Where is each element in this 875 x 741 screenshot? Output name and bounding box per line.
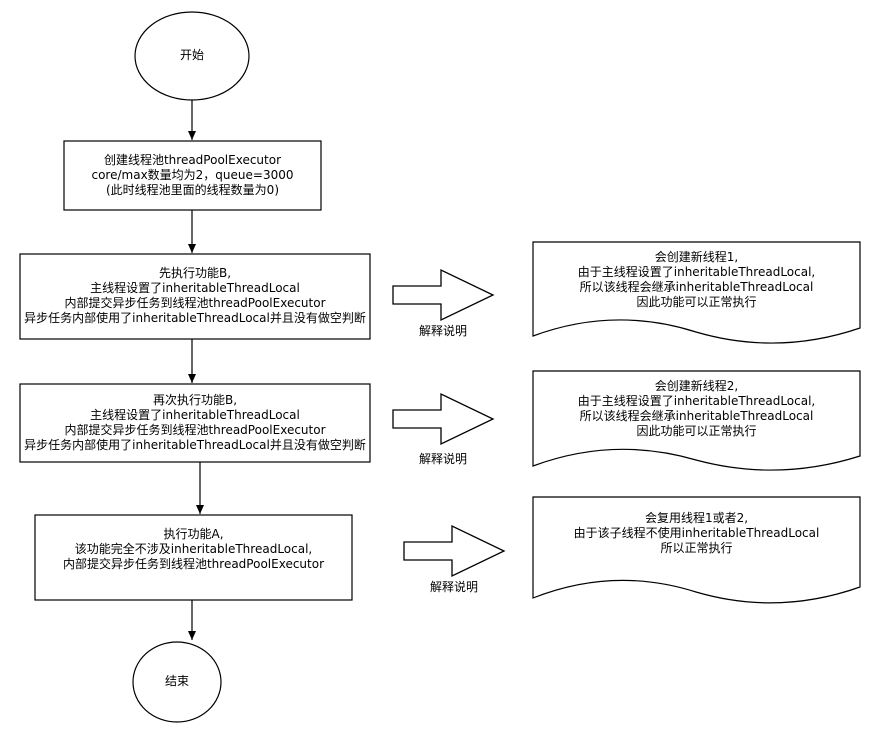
end-node: [132, 641, 222, 723]
start-label: 开始: [179, 48, 204, 62]
arrow-caption-3: 解释说明: [430, 580, 479, 594]
step-1-line: (此时线程池里面的线程数量为0): [106, 183, 279, 197]
step-4-line: 执行功能A,: [163, 527, 224, 541]
explanation-1-line: 会创建新线程1,: [654, 250, 739, 264]
step-box-4: [34, 514, 353, 601]
block-arrow-1: [392, 268, 495, 322]
explanation-text-3: 会复用线程1或者2, 由于该子线程不使用inheritableThreadLoc…: [533, 511, 860, 556]
step-1-line: core/max数量均为2，queue=3000: [91, 168, 294, 182]
explanation-text-1: 会创建新线程1, 由于主线程设置了inheritableThreadLocal,…: [533, 250, 860, 310]
explanation-3-line: 会复用线程1或者2,: [644, 511, 749, 525]
explanation-doc-2: [532, 370, 861, 471]
arrow-caption-2: 解释说明: [419, 452, 468, 466]
step-text-1: 创建线程池threadPoolExecutor core/max数量均为2，qu…: [64, 153, 321, 198]
step-2-line: 先执行功能B,: [158, 266, 232, 280]
step-box-3: [19, 383, 371, 463]
step-2-line: 主线程设置了inheritableThreadLocal: [90, 281, 300, 295]
step-box-1: [63, 140, 322, 211]
explanation-2-line: 因此功能可以正常执行: [636, 424, 757, 438]
explanation-3-line: 所以正常执行: [660, 541, 733, 555]
explanation-doc-1: [532, 241, 861, 344]
explanation-1-line: 所以该线程会继承inheritableThreadLocal: [579, 280, 814, 294]
step-3-line: 异步任务内部使用了inheritableThreadLocal并且没有做空判断: [24, 438, 366, 452]
block-arrow-2: [392, 392, 495, 446]
explanation-3-line: 由于该子线程不使用inheritableThreadLocal: [573, 526, 820, 540]
step-4-line: 该功能完全不涉及inheritableThreadLocal,: [74, 542, 313, 556]
explanation-2-line: 所以该线程会继承inheritableThreadLocal: [579, 409, 814, 423]
step-text-2: 先执行功能B, 主线程设置了inheritableThreadLocal 内部提…: [20, 266, 370, 326]
explanation-2-line: 会创建新线程2,: [654, 379, 739, 393]
step-box-2: [19, 253, 371, 340]
step-3-line: 内部提交异步任务到线程池threadPoolExecutor: [64, 423, 326, 437]
step-3-line: 再次执行功能B,: [152, 393, 238, 407]
explanation-text-2: 会创建新线程2, 由于主线程设置了inheritableThreadLocal,…: [533, 379, 860, 439]
explanation-1-line: 因此功能可以正常执行: [636, 295, 757, 309]
end-label: 结束: [164, 674, 189, 688]
explanation-1-line: 由于主线程设置了inheritableThreadLocal,: [577, 265, 816, 279]
step-text-3: 再次执行功能B, 主线程设置了inheritableThreadLocal 内部…: [20, 393, 370, 453]
arrow-caption-1: 解释说明: [419, 324, 468, 338]
step-4-line: 内部提交异步任务到线程池threadPoolExecutor: [62, 557, 325, 571]
step-1-line: 创建线程池threadPoolExecutor: [103, 153, 282, 167]
explanation-doc-3: [532, 496, 861, 604]
step-3-line: 主线程设置了inheritableThreadLocal: [90, 408, 300, 422]
step-2-line: 内部提交异步任务到线程池threadPoolExecutor: [64, 296, 326, 310]
step-text-4: 执行功能A, 该功能完全不涉及inheritableThreadLocal, 内…: [35, 527, 352, 572]
explanation-2-line: 由于主线程设置了inheritableThreadLocal,: [577, 394, 816, 408]
block-arrow-3: [403, 524, 506, 578]
step-2-line: 异步任务内部使用了inheritableThreadLocal并且没有做空判断: [24, 311, 366, 325]
